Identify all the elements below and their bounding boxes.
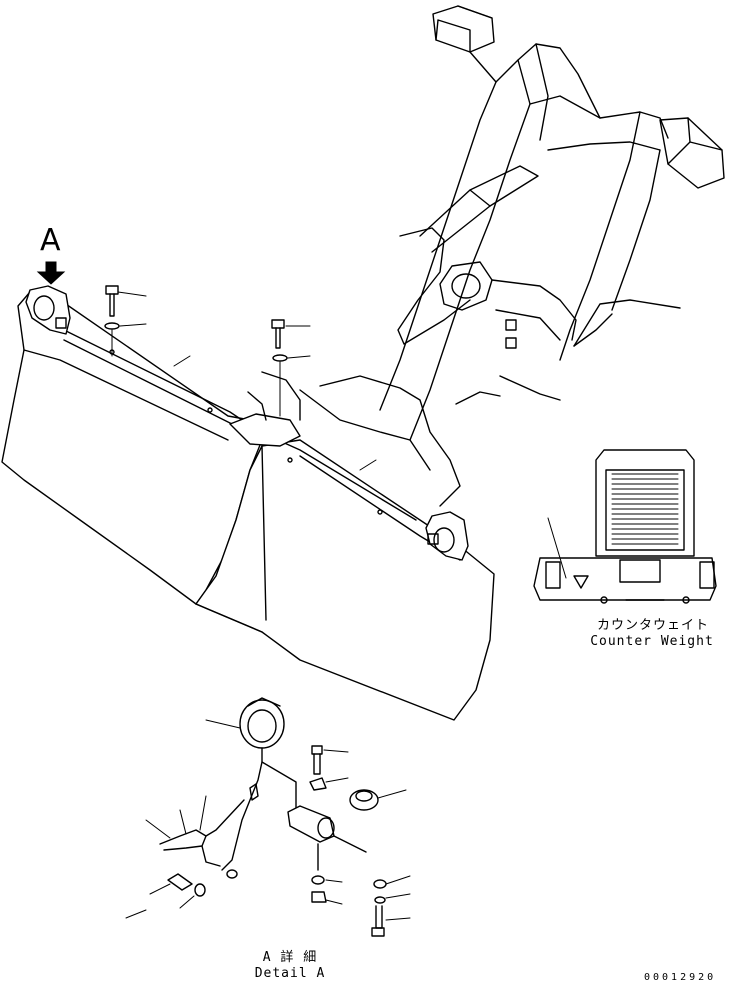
counterweight-label-en: Counter Weight [590,634,714,649]
snow-plow-blade [1,285,495,721]
counterweight-inset [533,449,717,604]
blade-bolts [104,285,377,471]
view-arrow [36,261,66,285]
drawing-number: 00012920 [644,972,717,983]
loader-arm-frame [299,5,725,507]
view-marker-letter: A [40,223,61,258]
counterweight-label-ja: カウンタウェイト [596,618,709,633]
detail-a-label-en: Detail A [254,966,326,981]
detail-a-label-ja: A 詳 細 [262,950,318,965]
detail-a-drawing [125,697,411,937]
